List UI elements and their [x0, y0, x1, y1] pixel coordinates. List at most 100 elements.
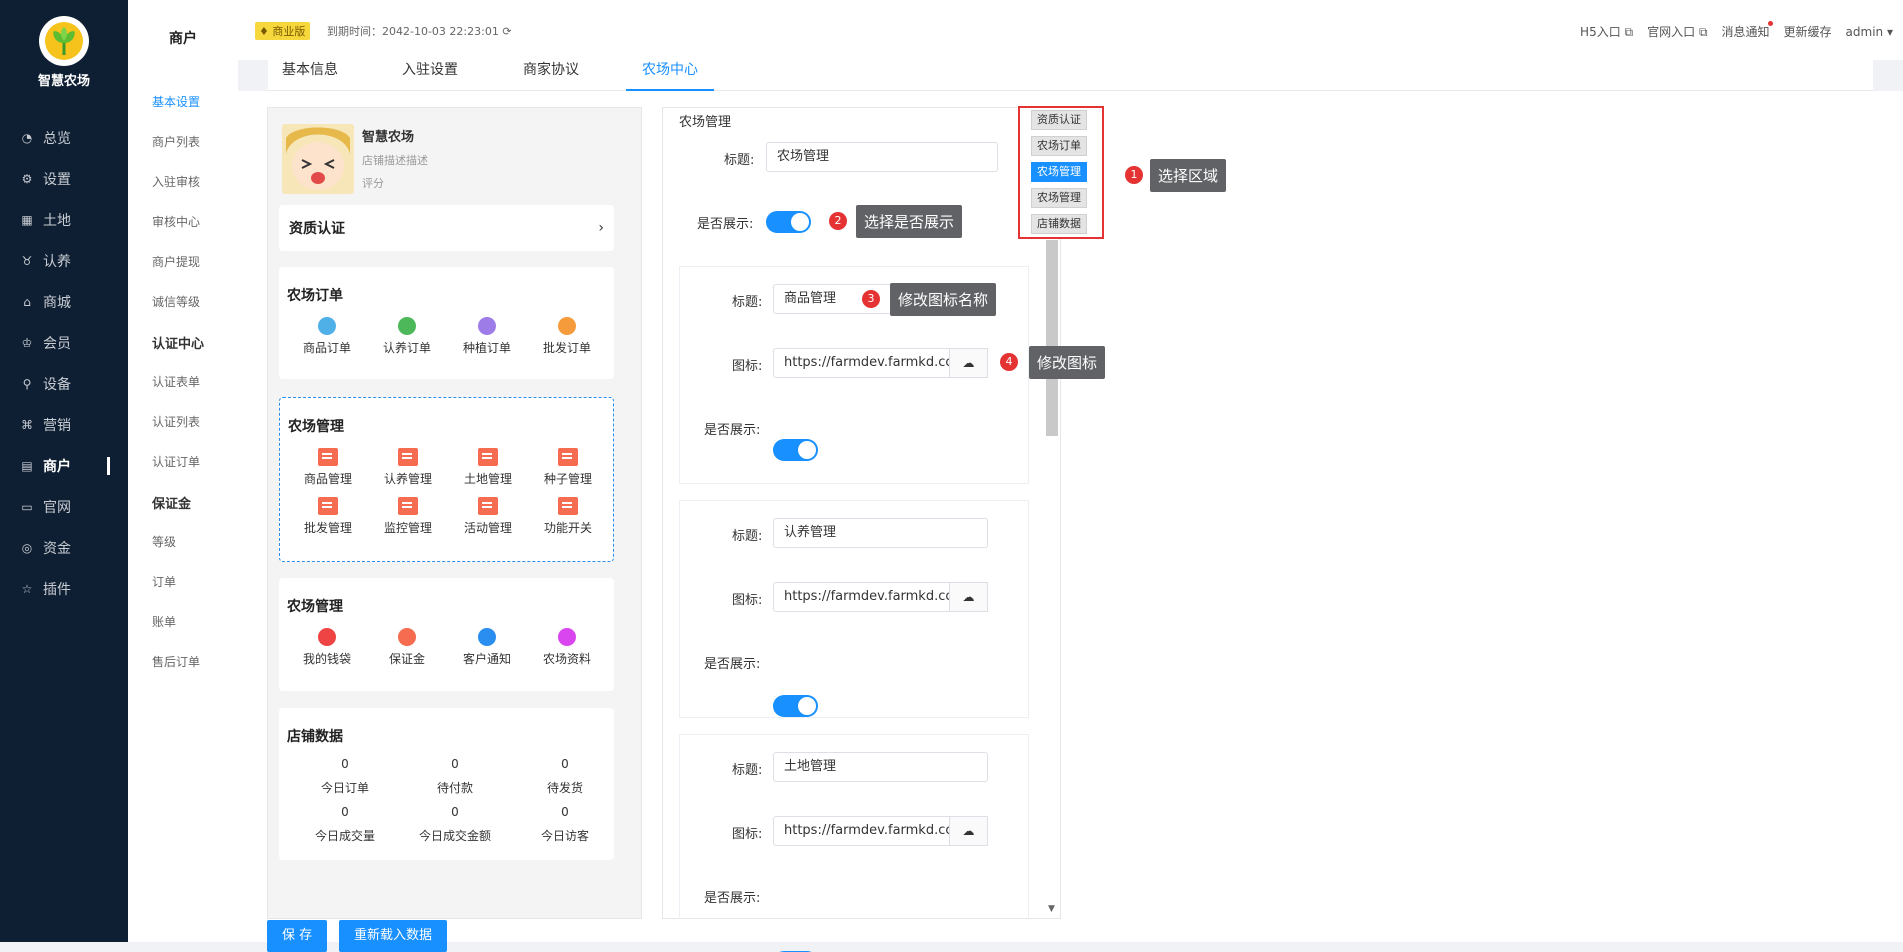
grid-item-label: 监控管理: [383, 521, 432, 535]
subnav-item-10[interactable]: 保证金: [152, 497, 192, 512]
item-show-toggle-1[interactable]: [773, 439, 818, 461]
upload-icon[interactable]: ☁: [950, 348, 988, 378]
subnav-item-12[interactable]: 订单: [152, 575, 177, 589]
picker-qualification[interactable]: 资质认证: [1031, 110, 1087, 130]
subnav-item-9[interactable]: 认证订单: [152, 455, 201, 469]
manage-item[interactable]: 认养管理: [368, 448, 448, 487]
orders-item[interactable]: 批发订单: [527, 317, 607, 356]
item-show-toggle-2[interactable]: [773, 695, 818, 717]
nav-item-10[interactable]: ◎资金: [0, 527, 128, 568]
tip-number-1: 1: [1125, 166, 1143, 184]
notification-link[interactable]: 消息通知: [1722, 21, 1773, 40]
subnav-item-8[interactable]: 认证列表: [152, 415, 201, 429]
section-show-toggle[interactable]: [766, 211, 811, 233]
tab-merchant-agreement[interactable]: 商家协议: [523, 62, 579, 78]
subnav-item-4[interactable]: 商户提现: [152, 255, 201, 269]
tip-number-4: 4: [1000, 353, 1018, 371]
subnav-item-0[interactable]: 基本设置: [152, 95, 201, 109]
manage-item[interactable]: 批发管理: [288, 497, 368, 536]
farm-manage-card[interactable]: 农场管理 商品管理认养管理土地管理种子管理批发管理监控管理活动管理功能开关: [279, 397, 614, 562]
picker-farm-orders[interactable]: 农场订单: [1031, 136, 1087, 156]
subnav-item-3[interactable]: 审核中心: [152, 215, 201, 229]
manage2-item[interactable]: 保证金: [367, 628, 447, 667]
item-title-input-2[interactable]: 认养管理: [773, 518, 988, 548]
item-title-input-3[interactable]: 土地管理: [773, 752, 988, 782]
picker-farm-manage-2[interactable]: 农场管理: [1031, 188, 1087, 208]
stat-label: 今日访客: [540, 829, 589, 843]
orders-item[interactable]: 种植订单: [447, 317, 527, 356]
grid-item-label: 客户通知: [462, 652, 511, 666]
tab-farm-center[interactable]: 农场中心: [626, 58, 714, 91]
farm-orders-card[interactable]: 农场订单 商品订单认养订单种植订单批发订单: [279, 267, 614, 379]
circle-icon: [558, 317, 576, 335]
manage-item[interactable]: 监控管理: [368, 497, 448, 536]
brand-logo[interactable]: 智慧农场: [0, 16, 128, 89]
reload-data-button[interactable]: 重新载入数据: [339, 920, 448, 952]
upload-icon[interactable]: ☁: [950, 582, 988, 612]
star-icon: ☆: [21, 581, 33, 596]
manage2-item[interactable]: 农场资料: [527, 628, 607, 667]
subnav-item-7[interactable]: 认证表单: [152, 375, 201, 389]
manage-item[interactable]: 功能开关: [528, 497, 608, 536]
stat-value: 0: [561, 805, 569, 819]
tip-number-3: 3: [862, 290, 880, 308]
section-title-input[interactable]: 农场管理: [766, 142, 998, 172]
farm-manage2-card[interactable]: 农场管理 我的钱袋保证金客户通知 农场资料: [279, 578, 614, 691]
subnav-item-6[interactable]: 认证中心: [152, 337, 205, 352]
manage-item[interactable]: 土地管理: [448, 448, 528, 487]
nav-item-7[interactable]: ⌘营销: [0, 404, 128, 445]
orders-item[interactable]: 商品订单: [287, 317, 367, 356]
grid-item-label: 土地管理: [463, 472, 512, 486]
qualification-card[interactable]: 资质认证 ›: [279, 205, 614, 251]
refresh-icon[interactable]: ⟳: [502, 25, 512, 38]
nav-item-2[interactable]: ▦土地: [0, 199, 128, 240]
nav-item-3[interactable]: ♉认养: [0, 240, 128, 281]
nav-item-0[interactable]: ◔总览: [0, 117, 128, 158]
tab-basic-info[interactable]: 基本信息: [282, 62, 338, 78]
orders-item[interactable]: 认养订单: [367, 317, 447, 356]
manage-item[interactable]: 活动管理: [448, 497, 528, 536]
item-icon-input-3[interactable]: https://farmdev.farmkd.com: [773, 816, 950, 846]
gear-icon: ⚙: [21, 171, 33, 186]
save-button[interactable]: 保 存: [267, 920, 328, 952]
notification-dot: [1767, 21, 1773, 26]
nav-item-4[interactable]: ⌂商城: [0, 281, 128, 322]
website-entry-link[interactable]: 官网入口 ⧉: [1647, 25, 1708, 39]
manage2-item[interactable]: 客户通知: [447, 628, 527, 667]
item-show-toggle-3[interactable]: [773, 951, 818, 952]
item-icon-input-1[interactable]: https://farmdev.farmkd.com: [773, 348, 950, 378]
subnav-item-14[interactable]: 售后订单: [152, 655, 201, 669]
nav-item-5[interactable]: ♔会员: [0, 322, 128, 363]
farm-manage2-title: 农场管理: [287, 599, 343, 615]
subnav-item-11[interactable]: 等级: [152, 535, 177, 549]
nav-item-9[interactable]: ▭官网: [0, 486, 128, 527]
nav-item-6[interactable]: ⚲设备: [0, 363, 128, 404]
subnav-item-2[interactable]: 入驻审核: [152, 175, 201, 189]
item-title-label-3: 标题:: [732, 763, 763, 778]
manage-item[interactable]: 种子管理: [528, 448, 608, 487]
admin-menu[interactable]: admin ▾: [1845, 24, 1893, 39]
grid-item-label: 认养订单: [382, 341, 431, 355]
grid-icon: ▦: [21, 212, 33, 227]
tab-join-settings[interactable]: 入驻设置: [402, 62, 458, 78]
item-icon-input-2[interactable]: https://farmdev.farmkd.com: [773, 582, 950, 612]
scrollbar-thumb[interactable]: [1046, 240, 1058, 436]
h5-entry-link[interactable]: H5入口 ⧉: [1580, 25, 1634, 39]
stat-value: 0: [561, 757, 569, 771]
subnav-item-1[interactable]: 商户列表: [152, 135, 201, 149]
scroll-down-icon[interactable]: ▼: [1048, 904, 1055, 914]
shop-name: 智慧农场: [362, 130, 415, 145]
nav-item-11[interactable]: ☆插件: [0, 568, 128, 609]
tip-modify-icon: 修改图标: [1029, 346, 1106, 379]
subnav-item-5[interactable]: 诚信等级: [152, 295, 201, 309]
picker-shop-data[interactable]: 店铺数据: [1031, 214, 1087, 234]
subnav-item-13[interactable]: 账单: [152, 615, 177, 629]
nav-item-8[interactable]: ▤商户: [0, 445, 128, 486]
manage2-item[interactable]: 我的钱袋: [287, 628, 367, 667]
nav-item-1[interactable]: ⚙设置: [0, 158, 128, 199]
picker-farm-manage[interactable]: 农场管理: [1031, 162, 1087, 182]
upload-icon[interactable]: ☁: [950, 816, 988, 846]
clear-cache-link[interactable]: 更新缓存: [1783, 25, 1832, 39]
manage-item[interactable]: 商品管理: [288, 448, 368, 487]
